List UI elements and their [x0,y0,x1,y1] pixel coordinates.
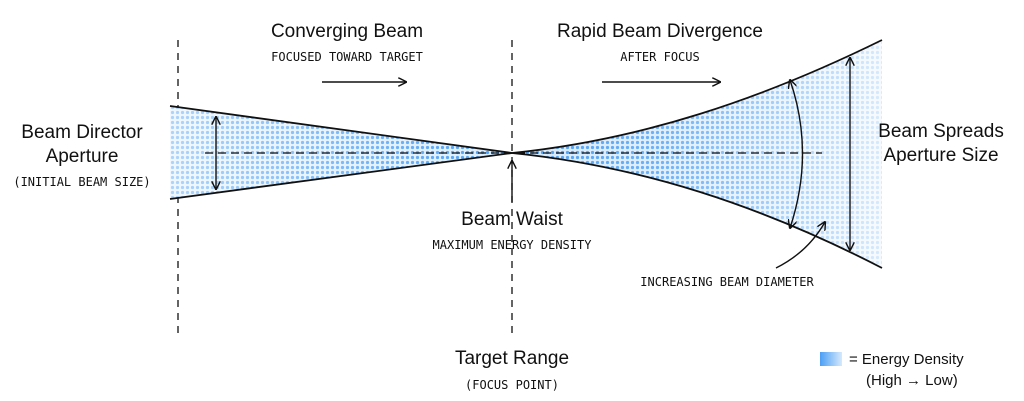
beam-waist-subtitle: MAXIMUM ENERGY DENSITY [433,238,593,252]
aperture-title-line1: Beam Director [21,122,143,143]
energy-density-legend: = Energy Density (High → Low) [820,351,964,389]
aperture-title-line2: Aperture [46,146,119,167]
beam-upper-edge-diverging [511,39,883,154]
increasing-beam-diameter-label: INCREASING BEAM DIAMETER [640,275,814,289]
beam-upper-edge-converging [169,105,513,154]
target-range-title: Target Range [455,348,569,369]
beam-waist-title: Beam Waist [461,209,563,230]
legend-gradient-swatch [820,352,842,366]
aperture-subtitle: (INITIAL BEAM SIZE) [13,175,150,189]
divergence-subtitle: AFTER FOCUS [620,50,699,64]
divergence-title: Rapid Beam Divergence [557,21,763,42]
converging-beam-title: Converging Beam [271,21,423,42]
spreads-title-line2: Aperture Size [883,145,998,166]
converging-beam-subtitle: FOCUSED TOWARD TARGET [271,50,423,64]
legend-text-line1: = Energy Density [849,351,964,368]
beam-lower-edge-diverging [511,152,883,269]
beam-diameter-arc [790,80,804,228]
target-range-subtitle: (FOCUS POINT) [465,378,559,392]
diameter-callout-arrow [775,222,825,269]
spreads-title-line1: Beam Spreads [878,121,1004,142]
legend-text-line2: (High → Low) [866,372,958,389]
beam-lower-edge-converging [169,152,513,200]
diverging-beam-region [512,40,882,268]
